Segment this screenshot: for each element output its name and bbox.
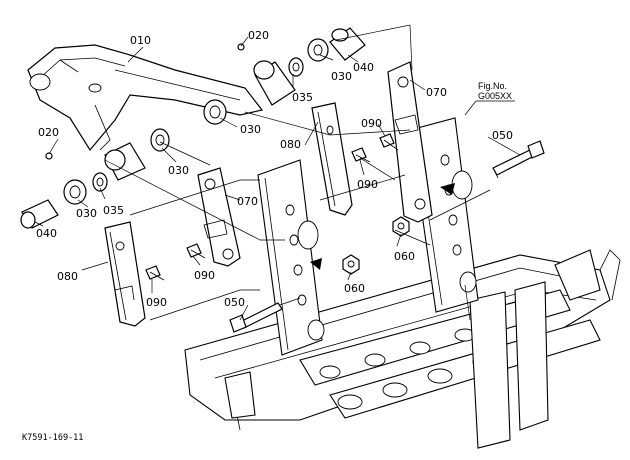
plate-070-lower: [197, 167, 241, 267]
sleeve-lower: [104, 142, 146, 181]
nut-060-upper: [392, 216, 410, 237]
assembly-lines: [104, 24, 491, 321]
bracket-080-lower: [104, 221, 146, 327]
callout-060-upper: 060: [394, 250, 415, 263]
pin-040-upper: [329, 27, 366, 61]
callout-060-lower: 060: [344, 282, 365, 295]
callout-035-upper: 035: [292, 91, 313, 104]
bushing-030-3: [150, 128, 170, 152]
callout-020-upper: 020: [248, 29, 269, 42]
callout-090-2: 090: [357, 178, 378, 191]
callout-090-1: 090: [361, 117, 382, 130]
callout-080-upper: 080: [280, 138, 301, 151]
plate-070-upper: [387, 61, 433, 223]
bracket-080-upper: [311, 102, 353, 216]
callout-030-1: 030: [331, 70, 352, 83]
arm-010: [27, 44, 264, 152]
grease-nipple-020-lower: [45, 152, 53, 160]
bolt-090-2: [351, 147, 371, 163]
callout-040-lower: 040: [36, 227, 57, 240]
bushing-030-2: [203, 99, 227, 125]
leader-lines: [34, 36, 521, 321]
callout-020-lower: 020: [38, 126, 59, 139]
figure-ref-number: G005XX: [478, 91, 512, 101]
callout-080-lower: 080: [57, 270, 78, 283]
drawing-code: K7591-169-11: [22, 433, 83, 443]
callout-090-4: 090: [146, 296, 167, 309]
nut-060-lower: [342, 254, 360, 275]
callout-010: 010: [130, 34, 151, 47]
callout-030-4: 030: [76, 207, 97, 220]
callout-070-lower: 070: [237, 195, 258, 208]
washer-035-lower: [92, 172, 108, 192]
figure-reference: Fig.No. G005XX: [478, 81, 512, 101]
bolt-090-1: [379, 133, 399, 151]
bolt-090-4: [145, 265, 165, 281]
callout-030-2: 030: [240, 123, 261, 136]
bushing-030-1: [307, 38, 329, 62]
grease-nipple-020-upper: [237, 43, 245, 51]
bushing-030-4: [63, 179, 87, 205]
callout-050-upper: 050: [492, 129, 513, 142]
bolt-090-3: [186, 243, 206, 259]
callout-070-upper: 070: [426, 86, 447, 99]
side-plate-right: [409, 117, 479, 313]
pin-040-lower: [20, 199, 59, 229]
callout-035-lower: 035: [103, 204, 124, 217]
bolt-050-lower: [229, 302, 283, 333]
washer-035-upper: [288, 57, 304, 77]
figure-ref-label: Fig.No.: [478, 81, 507, 91]
callout-labels: 010 020 020 030 030 030 030 035 035 040 …: [36, 29, 513, 309]
bolt-050-upper: [492, 140, 545, 179]
callout-090-3: 090: [194, 269, 215, 282]
chassis-frame: [184, 249, 621, 449]
callout-050-lower: 050: [224, 296, 245, 309]
callout-040-upper: 040: [353, 61, 374, 74]
side-plate-left: [257, 159, 325, 356]
sleeve-upper: [253, 60, 296, 106]
callout-030-3: 030: [168, 164, 189, 177]
